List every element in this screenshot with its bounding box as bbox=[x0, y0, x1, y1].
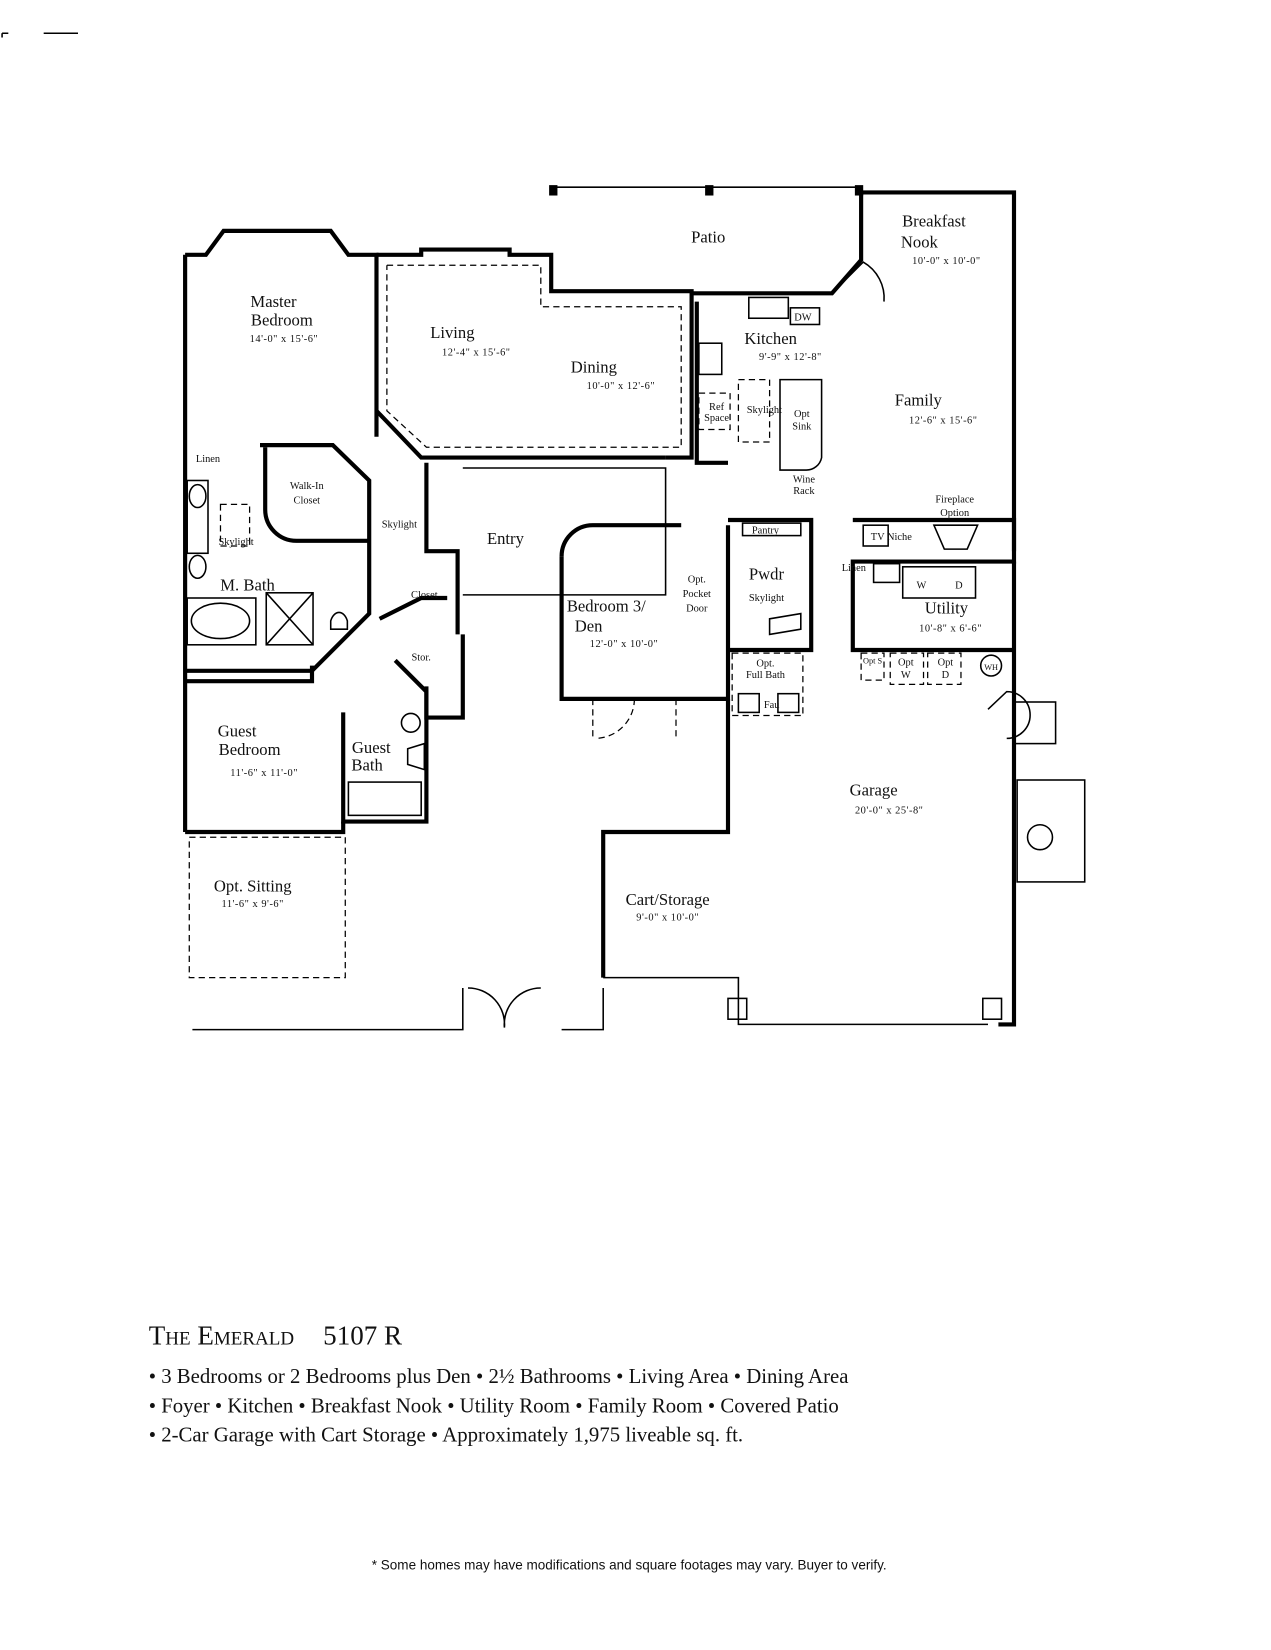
room-dims-garage: 20'-0" x 25'-8" bbox=[855, 805, 924, 816]
opt-washer-label-2: W bbox=[901, 670, 911, 681]
wine-rack-label-2: Rack bbox=[793, 486, 815, 497]
hall-skylight-label: Skylight bbox=[382, 519, 417, 530]
opt-dryer-label-1: Opt bbox=[938, 658, 954, 669]
room-label-master-bedroom-1: Master bbox=[250, 292, 297, 311]
plan-name: The Emerald bbox=[149, 1321, 294, 1351]
pocket-door-label-3: Door bbox=[686, 604, 708, 615]
feature-line-3: • 2-Car Garage with Cart Storage • Appro… bbox=[149, 1423, 743, 1446]
opt-full-bath-label-1: Opt. bbox=[756, 659, 774, 670]
room-label-breakfast-nook-1: Breakfast bbox=[902, 212, 966, 231]
fau-label: Fau bbox=[764, 700, 780, 711]
room-dims-living: 12'-4" x 15'-6" bbox=[442, 348, 511, 359]
room-label-guest-bath-2: Bath bbox=[351, 756, 383, 775]
room-label-garage: Garage bbox=[850, 781, 898, 800]
plan-title: The Emerald 5107 R bbox=[149, 1321, 402, 1351]
master-linen-label: Linen bbox=[196, 454, 221, 465]
pwdr-skylight-label: Skylight bbox=[749, 593, 784, 604]
opt-washer-label-1: Opt bbox=[898, 658, 914, 669]
fireplace-label-2: Option bbox=[940, 508, 970, 519]
room-dims-guest-bedroom: 11'-6" x 11'-0" bbox=[230, 768, 298, 779]
ref-space-label-1: Ref bbox=[709, 402, 725, 413]
feature-line-2: • Foyer • Kitchen • Breakfast Nook • Uti… bbox=[149, 1394, 839, 1417]
opt-sink-label-2: Sink bbox=[792, 422, 812, 433]
opt-sink-utility-label: Opt S bbox=[863, 657, 883, 666]
room-label-kitchen: Kitchen bbox=[744, 329, 797, 348]
room-label-family: Family bbox=[895, 391, 943, 410]
room-label-walk-in-closet-2: Closet bbox=[294, 495, 321, 506]
dryer-label: D bbox=[955, 581, 963, 592]
wine-rack-label-1: Wine bbox=[793, 475, 815, 486]
water-heater-label: WH bbox=[984, 663, 998, 672]
room-label-m-bath: M. Bath bbox=[220, 576, 275, 595]
utility-linen-label: Linen bbox=[842, 563, 867, 574]
room-label-breakfast-nook-2: Nook bbox=[901, 233, 939, 252]
dishwasher-label: DW bbox=[794, 312, 812, 323]
pantry-label: Pantry bbox=[752, 526, 780, 537]
room-label-guest-bedroom-1: Guest bbox=[218, 721, 257, 740]
room-label-pwdr: Pwdr bbox=[749, 564, 785, 583]
pocket-door-label-1: Opt. bbox=[688, 574, 706, 585]
feature-line-1: • 3 Bedrooms or 2 Bedrooms plus Den • 2½… bbox=[149, 1365, 849, 1388]
master-bath-skylight-label: Skylight bbox=[218, 537, 253, 548]
room-dims-breakfast-nook: 10'-0" x 10'-0" bbox=[912, 256, 981, 267]
room-dims-family: 12'-6" x 15'-6" bbox=[909, 415, 978, 426]
ref-space-label-2: Space bbox=[704, 413, 729, 424]
plan-description: The Emerald 5107 R • 3 Bedrooms or 2 Bedr… bbox=[149, 1321, 887, 1573]
fireplace-label-1: Fireplace bbox=[935, 494, 974, 505]
room-dims-master-bedroom: 14'-0" x 15'-6" bbox=[250, 334, 319, 345]
room-label-dining: Dining bbox=[571, 357, 617, 376]
tv-niche-label: TV Niche bbox=[871, 532, 912, 543]
room-label-master-bedroom-2: Bedroom bbox=[251, 311, 313, 330]
pocket-door-label-2: Pocket bbox=[683, 589, 711, 600]
room-label-guest-bath-1: Guest bbox=[352, 738, 391, 757]
floor-plan-walls bbox=[183, 185, 1086, 1031]
room-dims-bedroom3: 12'-0" x 10'-0" bbox=[590, 639, 659, 650]
closet-label: Closet bbox=[411, 590, 438, 601]
room-label-utility: Utility bbox=[925, 599, 969, 618]
plan-model-number: 5107 R bbox=[323, 1321, 402, 1351]
room-dims-opt-sitting: 11'-6" x 9'-6" bbox=[222, 899, 284, 910]
room-label-patio: Patio bbox=[691, 227, 725, 246]
washer-label: W bbox=[917, 581, 927, 592]
crop-mark bbox=[1, 32, 78, 38]
disclaimer: * Some homes may have modifications and … bbox=[372, 1557, 887, 1572]
room-label-living: Living bbox=[430, 323, 474, 342]
room-dims-kitchen: 9'-9" x 12'-8" bbox=[759, 352, 822, 363]
room-label-cart-storage: Cart/Storage bbox=[626, 890, 710, 909]
kitchen-skylight-label: Skylight bbox=[747, 405, 782, 416]
opt-full-bath-label-2: Full Bath bbox=[746, 670, 786, 681]
room-label-bedroom3-1: Bedroom 3/ bbox=[567, 597, 646, 616]
room-dims-dining: 10'-0" x 12'-6" bbox=[587, 381, 656, 392]
opt-dryer-label-2: D bbox=[942, 670, 950, 681]
room-label-guest-bedroom-2: Bedroom bbox=[219, 740, 281, 759]
room-dims-cart-storage: 9'-0" x 10'-0" bbox=[636, 912, 699, 923]
opt-sink-label-1: Opt bbox=[794, 409, 810, 420]
room-label-bedroom3-2: Den bbox=[575, 616, 603, 635]
room-dims-utility: 10'-8" x 6'-6" bbox=[919, 623, 982, 634]
storage-label: Stor. bbox=[412, 652, 431, 663]
room-label-opt-sitting: Opt. Sitting bbox=[214, 876, 292, 895]
room-label-walk-in-closet-1: Walk-In bbox=[290, 481, 325, 492]
room-label-entry: Entry bbox=[487, 529, 525, 548]
